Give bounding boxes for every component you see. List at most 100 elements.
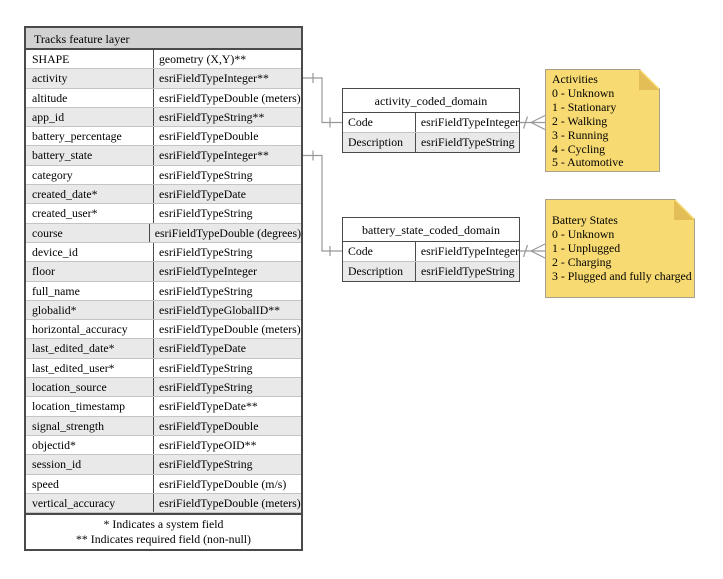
note-item: 5 - Automotive: [552, 155, 624, 170]
field-name-cell: objectid*: [26, 435, 154, 455]
field-type-cell: esriFieldTypeOID**: [159, 437, 257, 452]
table-row: objectid* esriFieldTypeOID**: [26, 435, 301, 456]
activity-note-crowsfoot: [530, 114, 546, 131]
field-name-cell: battery_percentage: [26, 127, 154, 146]
table-row: horizontal_accuracy esriFieldTypeDouble (…: [26, 320, 301, 340]
field-name-cell: altitude: [26, 88, 154, 107]
field-type-cell: esriFieldTypeInteger: [420, 115, 519, 129]
field-type-cell: esriFieldTypeInteger**: [159, 148, 269, 163]
activity-coded-domain-table: activity_coded_domain Code esriFieldTypeI…: [342, 88, 520, 153]
table-row: last_edited_date*esriFieldTypeDate: [26, 339, 301, 359]
field-type-cell: esriFieldTypeDate: [159, 187, 246, 202]
table-row: Description esriFieldTypeString: [343, 132, 519, 152]
field-name-cell: created_user*: [26, 204, 154, 223]
field-name-cell: activity: [26, 69, 154, 88]
domain-table-title: battery_state_coded_domain: [343, 218, 519, 242]
field-name-cell: Code: [343, 242, 416, 261]
field-name-cell: full_name: [26, 281, 154, 300]
field-name-cell: device_id: [26, 242, 154, 262]
field-type-cell: esriFieldTypeDouble: [159, 129, 259, 144]
field-type-cell: esriFieldTypeString: [159, 167, 253, 182]
field-name-cell: vertical_accuracy: [26, 493, 154, 513]
field-type-cell: esriFieldTypeDate**: [159, 399, 258, 414]
field-type-cell: esriFieldTypeDouble: [159, 418, 259, 433]
field-type-cell: esriFieldTypeString: [159, 380, 253, 395]
activity-note-connector-tick: [522, 116, 529, 129]
battery-state-coded-domain-table: battery_state_coded_domain Code esriField…: [342, 217, 520, 282]
table-row: app_id esriFieldTypeString**: [26, 107, 301, 128]
activities-note: Activities 0 - Unknown 1 - Stationary 2 …: [545, 69, 660, 172]
table-row: activity esriFieldTypeInteger**: [26, 69, 301, 89]
field-type-cell: esriFieldTypeString: [159, 244, 253, 259]
battery-note-crowsfoot: [530, 243, 546, 259]
note-item: 2 - Walking: [552, 113, 608, 128]
table-row: created_user* esriFieldTypeString: [26, 204, 301, 224]
table-row: device_id esriFieldTypeString: [26, 242, 301, 263]
field-type-cell: esriFieldTypeString**: [159, 109, 265, 124]
field-name-cell: category: [26, 165, 154, 185]
field-type-cell: esriFieldTypeGlobalID**: [159, 302, 281, 317]
field-name-cell: SHAPE: [26, 50, 154, 69]
field-name-cell: app_id: [26, 107, 154, 127]
field-type-cell: esriFieldTypeDouble (meters): [159, 495, 301, 510]
activity-connector-line: [303, 77, 342, 124]
battery-states-note: Battery States 0 - Unknown 1 - Unplugged…: [545, 199, 695, 298]
field-name-cell: Description: [343, 132, 416, 152]
field-type-cell: esriFieldTypeString: [421, 134, 515, 149]
field-name-cell: signal_strength: [26, 416, 154, 435]
footnote-required-field: ** Indicates required field (non-null): [76, 531, 251, 546]
field-type-cell: esriFieldTypeString: [159, 206, 253, 221]
field-type-cell: esriFieldTypeInteger: [159, 264, 258, 279]
field-name-cell: speed: [26, 474, 154, 493]
table-footnotes: * Indicates a system field ** Indicates …: [26, 513, 301, 550]
table-row: category esriFieldTypeString: [26, 165, 301, 186]
battery-note-connector-tick: [522, 244, 529, 258]
note-item: 1 - Stationary: [552, 99, 617, 114]
field-type-cell: esriFieldTypeString: [159, 360, 253, 375]
field-name-cell: Code: [343, 113, 416, 132]
field-type-cell: esriFieldTypeDouble (meters): [159, 322, 301, 337]
note-item: 4 - Cycling: [552, 141, 606, 156]
field-type-cell: geometry (X,Y)**: [159, 52, 247, 66]
footnote-system-field: * Indicates a system field: [103, 517, 224, 532]
note-item: 0 - Unknown: [552, 226, 615, 241]
note-title: Battery States: [552, 213, 618, 227]
table-row: SHAPE geometry (X,Y)**: [26, 50, 301, 70]
table-row: altitude esriFieldTypeDouble (meters): [26, 88, 301, 108]
note-item: 3 - Plugged and fully charged: [552, 268, 692, 283]
note-fold-corner-icon: [639, 70, 659, 90]
field-name-cell: last_edited_user*: [26, 358, 154, 378]
table-row: Code esriFieldTypeInteger: [343, 242, 519, 262]
field-type-cell: esriFieldTypeInteger: [420, 244, 519, 258]
field-type-cell: esriFieldTypeDouble (degrees): [154, 225, 301, 240]
field-type-cell: esriFieldTypeString: [159, 457, 253, 472]
table-row: created_date*esriFieldTypeDate: [26, 185, 301, 205]
table-row: globalid* esriFieldTypeGlobalID**: [26, 300, 301, 321]
table-row: session_id esriFieldTypeString: [26, 455, 301, 475]
field-name-cell: session_id: [26, 455, 154, 474]
field-type-cell: esriFieldTypeDouble (meters): [159, 90, 301, 105]
domain-table-title: activity_coded_domain: [343, 89, 519, 113]
table-row: last_edited_user* esriFieldTypeString: [26, 358, 301, 379]
field-type-cell: esriFieldTypeDate: [159, 341, 246, 356]
note-title: Activities: [552, 72, 598, 86]
field-name-cell: Description: [343, 261, 416, 281]
field-name-cell: horizontal_accuracy: [26, 320, 154, 339]
field-type-cell: esriFieldTypeInteger**: [159, 71, 269, 86]
note-item: 0 - Unknown: [552, 85, 615, 100]
field-name-cell: globalid*: [26, 300, 154, 320]
table-row: vertical_accuracy esriFieldTypeDouble (me…: [26, 493, 301, 514]
table-title: Tracks feature layer: [26, 28, 301, 50]
field-type-cell: esriFieldTypeString: [421, 263, 515, 278]
table-row: signal_strength esriFieldTypeDouble: [26, 416, 301, 436]
tracks-feature-layer-table: Tracks feature layer SHAPE geometry (X,Y)…: [24, 26, 303, 552]
battery-connector-line: [303, 154, 342, 252]
